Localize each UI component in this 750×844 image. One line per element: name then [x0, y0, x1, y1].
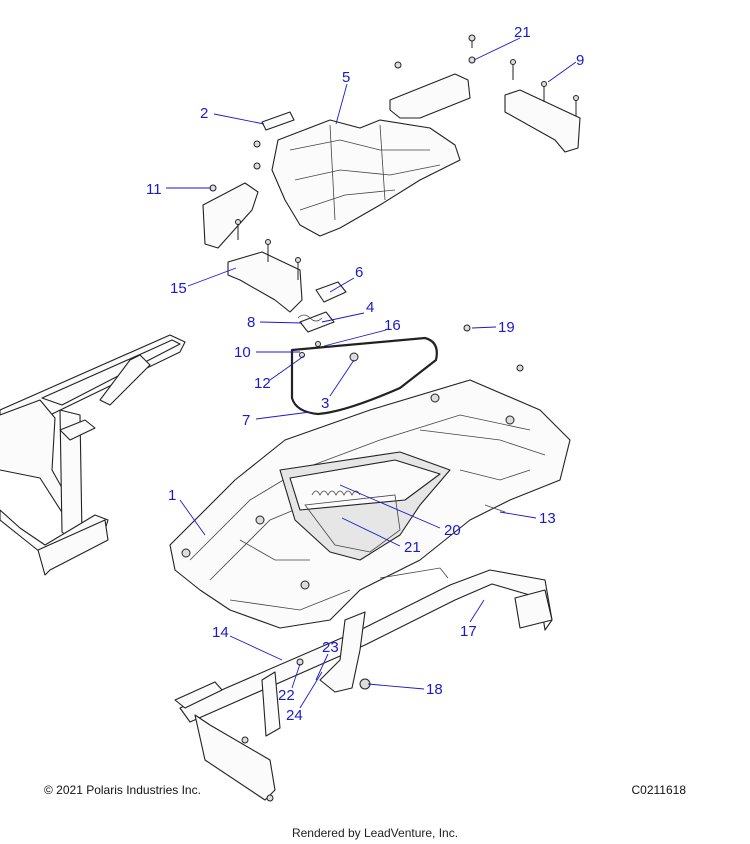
callout-23: 23: [322, 639, 339, 656]
rendered-by-credit: Rendered by LeadVenture, Inc.: [291, 826, 459, 840]
bracket-15: [227, 251, 303, 313]
spring-8: [297, 314, 323, 322]
callout-4: 4: [366, 299, 374, 316]
copyright-notice: © 2021 Polaris Industries Inc.: [44, 783, 201, 797]
callout-11: 11: [146, 181, 162, 198]
callout-labels: 1 2 3 4 5 6 7 8 9 10 11 12 13 14 15 16 1…: [146, 24, 584, 724]
callout-8: 8: [247, 314, 255, 331]
callout-19: 19: [498, 319, 515, 336]
drawing-number: C0211618: [631, 783, 687, 797]
callout-5: 5: [342, 69, 350, 86]
callout-12: 12: [254, 375, 271, 392]
rear-body-panel: [169, 379, 571, 629]
bracket-9: [504, 89, 581, 153]
callout-18: 18: [426, 681, 443, 698]
callout-1: 1: [168, 487, 176, 504]
callout-14: 14: [212, 624, 229, 641]
bracket-upper: [389, 73, 471, 119]
hardware-fasteners: [209, 34, 579, 513]
callout-10: 10: [234, 344, 251, 361]
callout-20: 20: [444, 522, 461, 539]
callout-17: 17: [460, 623, 477, 640]
rear-bumper: [174, 567, 553, 802]
lid-seal: [290, 336, 438, 416]
callout-24: 24: [286, 707, 303, 724]
callout-9: 9: [576, 52, 584, 69]
callout-13: 13: [539, 510, 556, 527]
latch-plate-4: [299, 311, 335, 333]
decal: [261, 111, 295, 131]
rear-rack: [271, 119, 461, 237]
callout-7: 7: [242, 412, 250, 429]
callout-21-lower: 21: [404, 539, 421, 556]
callout-21-top: 21: [514, 24, 531, 41]
callout-15: 15: [170, 280, 187, 297]
callout-22: 22: [278, 687, 295, 704]
callout-6: 6: [355, 264, 363, 281]
bracket-11: [202, 182, 259, 249]
plug-3: [349, 352, 359, 362]
callout-3: 3: [321, 395, 329, 412]
leader-lines: [166, 37, 577, 709]
callout-2: 2: [200, 105, 208, 122]
frame-structure: [0, 334, 186, 576]
callout-16: 16: [384, 317, 401, 334]
